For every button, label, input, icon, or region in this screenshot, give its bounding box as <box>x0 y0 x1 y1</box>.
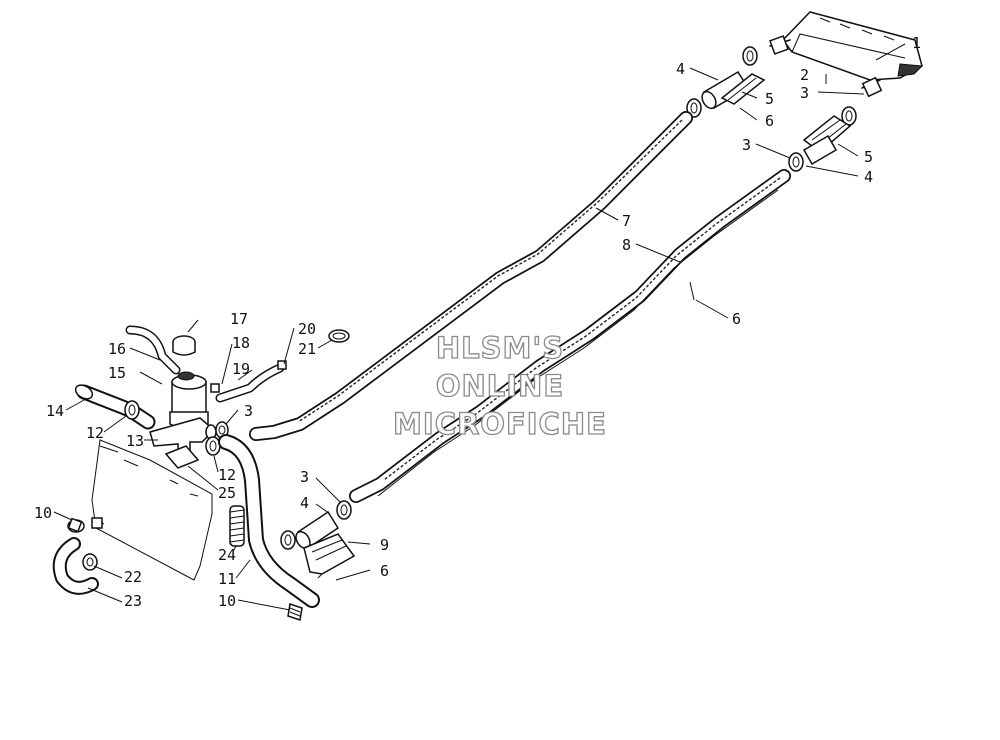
hose-end-10 <box>287 603 303 621</box>
callout-3: 3 <box>800 84 809 102</box>
callout-14: 14 <box>46 402 64 420</box>
clamp-upper-2 <box>686 98 702 118</box>
coupler-hose-lower <box>295 510 340 550</box>
overflow-hose <box>215 360 287 403</box>
callout-20: 20 <box>298 320 316 338</box>
coupler-hose-right <box>802 134 838 166</box>
callout-11: 11 <box>218 570 236 588</box>
callout-3-b: 3 <box>742 136 751 154</box>
fitting-small <box>210 383 220 393</box>
coolant-hose-lower <box>218 434 320 608</box>
clamp-mid-1 <box>336 500 352 520</box>
callout-19: 19 <box>232 360 250 378</box>
callout-12-b: 12 <box>218 466 236 484</box>
clamp-upper-1 <box>742 46 758 66</box>
callout-17: 17 <box>230 310 248 328</box>
heat-exchanger-plate <box>769 11 924 98</box>
callout-24: 24 <box>218 546 236 564</box>
heat-exchanger-tube-lower <box>349 169 791 503</box>
clamp-right-2 <box>788 152 804 172</box>
callout-23: 23 <box>124 592 142 610</box>
vent-hose <box>125 325 181 375</box>
clamp-22 <box>82 553 98 571</box>
callout-8: 8 <box>622 236 631 254</box>
callout-4: 4 <box>676 60 685 78</box>
reservoir-cap <box>172 335 196 356</box>
clamp-12-upper <box>124 400 140 420</box>
callout-6-c: 6 <box>380 562 389 580</box>
clamp-12-lower <box>205 436 221 456</box>
callout-4-c: 4 <box>300 494 309 512</box>
heat-exchanger-tube-upper <box>249 111 693 441</box>
watermark-line-1: HLSM'S <box>436 331 564 365</box>
engine-block <box>91 439 213 581</box>
callout-10-b: 10 <box>218 592 236 610</box>
callout-21: 21 <box>298 340 316 358</box>
callout-9: 9 <box>380 536 389 554</box>
bracket-upper <box>720 73 766 105</box>
callout-1: 1 <box>912 34 921 52</box>
callout-6: 6 <box>765 112 774 130</box>
elbow-hose-23 <box>52 537 99 595</box>
leader-lines <box>53 43 906 611</box>
clamp-10-left <box>67 517 85 533</box>
callout-25: 25 <box>218 484 236 502</box>
clamp-mid-2 <box>280 530 296 550</box>
spring-24 <box>229 505 245 547</box>
callout-10: 10 <box>34 504 52 522</box>
callout-5: 5 <box>765 90 774 108</box>
callout-6-b: 6 <box>732 310 741 328</box>
callout-4-b: 4 <box>864 168 873 186</box>
callout-3-c: 3 <box>244 402 253 420</box>
watermark-line-3: MICROFICHE <box>393 407 607 441</box>
clamp-right-1 <box>841 106 857 126</box>
callout-labels: 1 2 3 4 5 6 3 5 4 7 8 6 17 20 16 18 21 1… <box>34 34 921 610</box>
front-bracket <box>303 533 356 579</box>
callout-5-b: 5 <box>864 148 873 166</box>
callout-16: 16 <box>108 340 126 358</box>
callout-22: 22 <box>124 568 142 586</box>
callout-18: 18 <box>232 334 250 352</box>
callout-15: 15 <box>108 364 126 382</box>
watermark-line-2: ONLINE <box>436 369 564 403</box>
callout-2: 2 <box>800 66 809 84</box>
watermark: HLSM'S ONLINE MICROFICHE <box>392 330 607 441</box>
callout-7: 7 <box>622 212 631 230</box>
callout-12: 12 <box>86 424 104 442</box>
callout-3-d: 3 <box>300 468 309 486</box>
clamp-small-20 <box>328 329 350 343</box>
callout-13: 13 <box>126 432 144 450</box>
pad-25 <box>164 445 200 469</box>
